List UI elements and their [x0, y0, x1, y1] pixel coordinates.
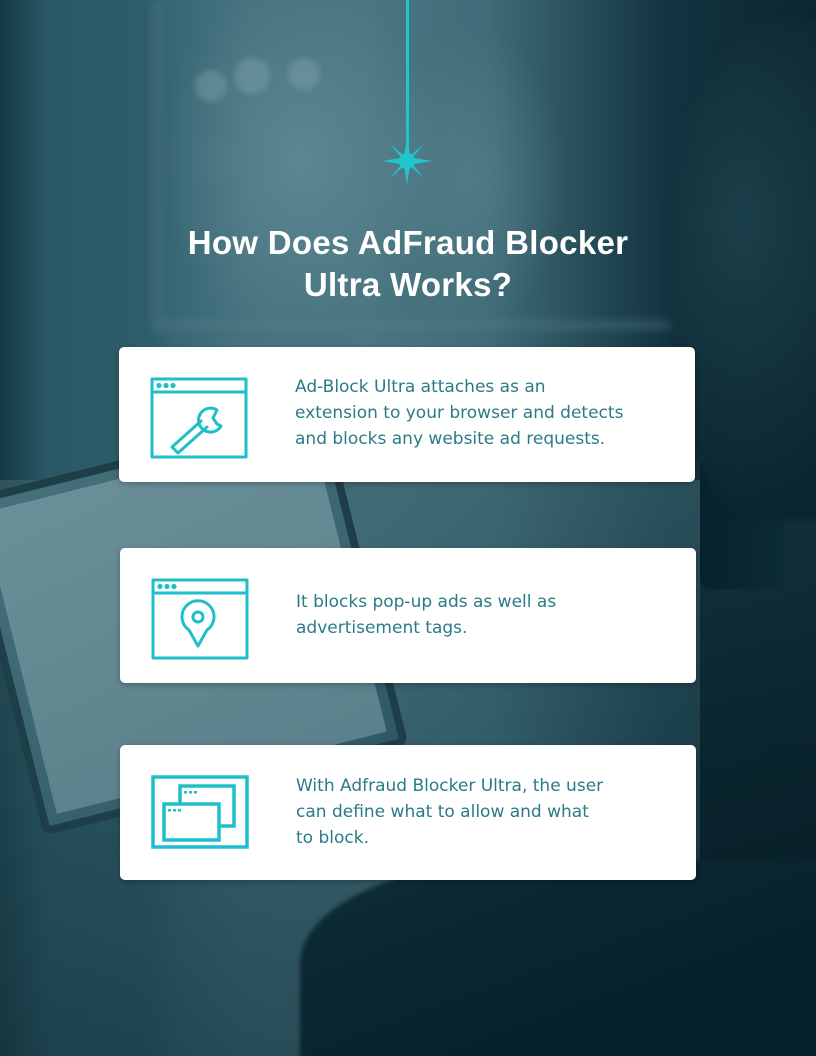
title-line-2: Ultra Works?	[303, 266, 513, 303]
card-description: With Adfraud Blocker Ultra, the user can…	[296, 776, 604, 848]
card-description: It blocks pop-up ads as well as advertis…	[296, 592, 557, 638]
browser-wrench-icon	[150, 377, 248, 459]
background-bokeh	[195, 70, 227, 102]
page-title: How Does AdFraud Blocker Ultra Works?	[0, 222, 816, 306]
feature-card-custom-rules: With Adfraud Blocker Ultra, the user can…	[120, 745, 696, 880]
vertical-line	[406, 0, 409, 152]
sparkle-star-icon	[382, 138, 432, 184]
background-arm	[300, 860, 816, 1056]
feature-card-extension: Ad-Block Ultra attaches as an extension …	[119, 347, 695, 482]
card-description: Ad-Block Ultra attaches as an extension …	[295, 377, 624, 449]
overlapping-windows-icon	[151, 775, 249, 849]
feature-card-popups: It blocks pop-up ads as well as advertis…	[120, 548, 696, 683]
background-window	[150, 0, 684, 330]
browser-location-pin-icon	[151, 578, 249, 660]
background-bokeh	[234, 58, 270, 94]
background-bokeh	[288, 58, 320, 90]
title-line-1: How Does AdFraud Blocker	[187, 224, 629, 261]
